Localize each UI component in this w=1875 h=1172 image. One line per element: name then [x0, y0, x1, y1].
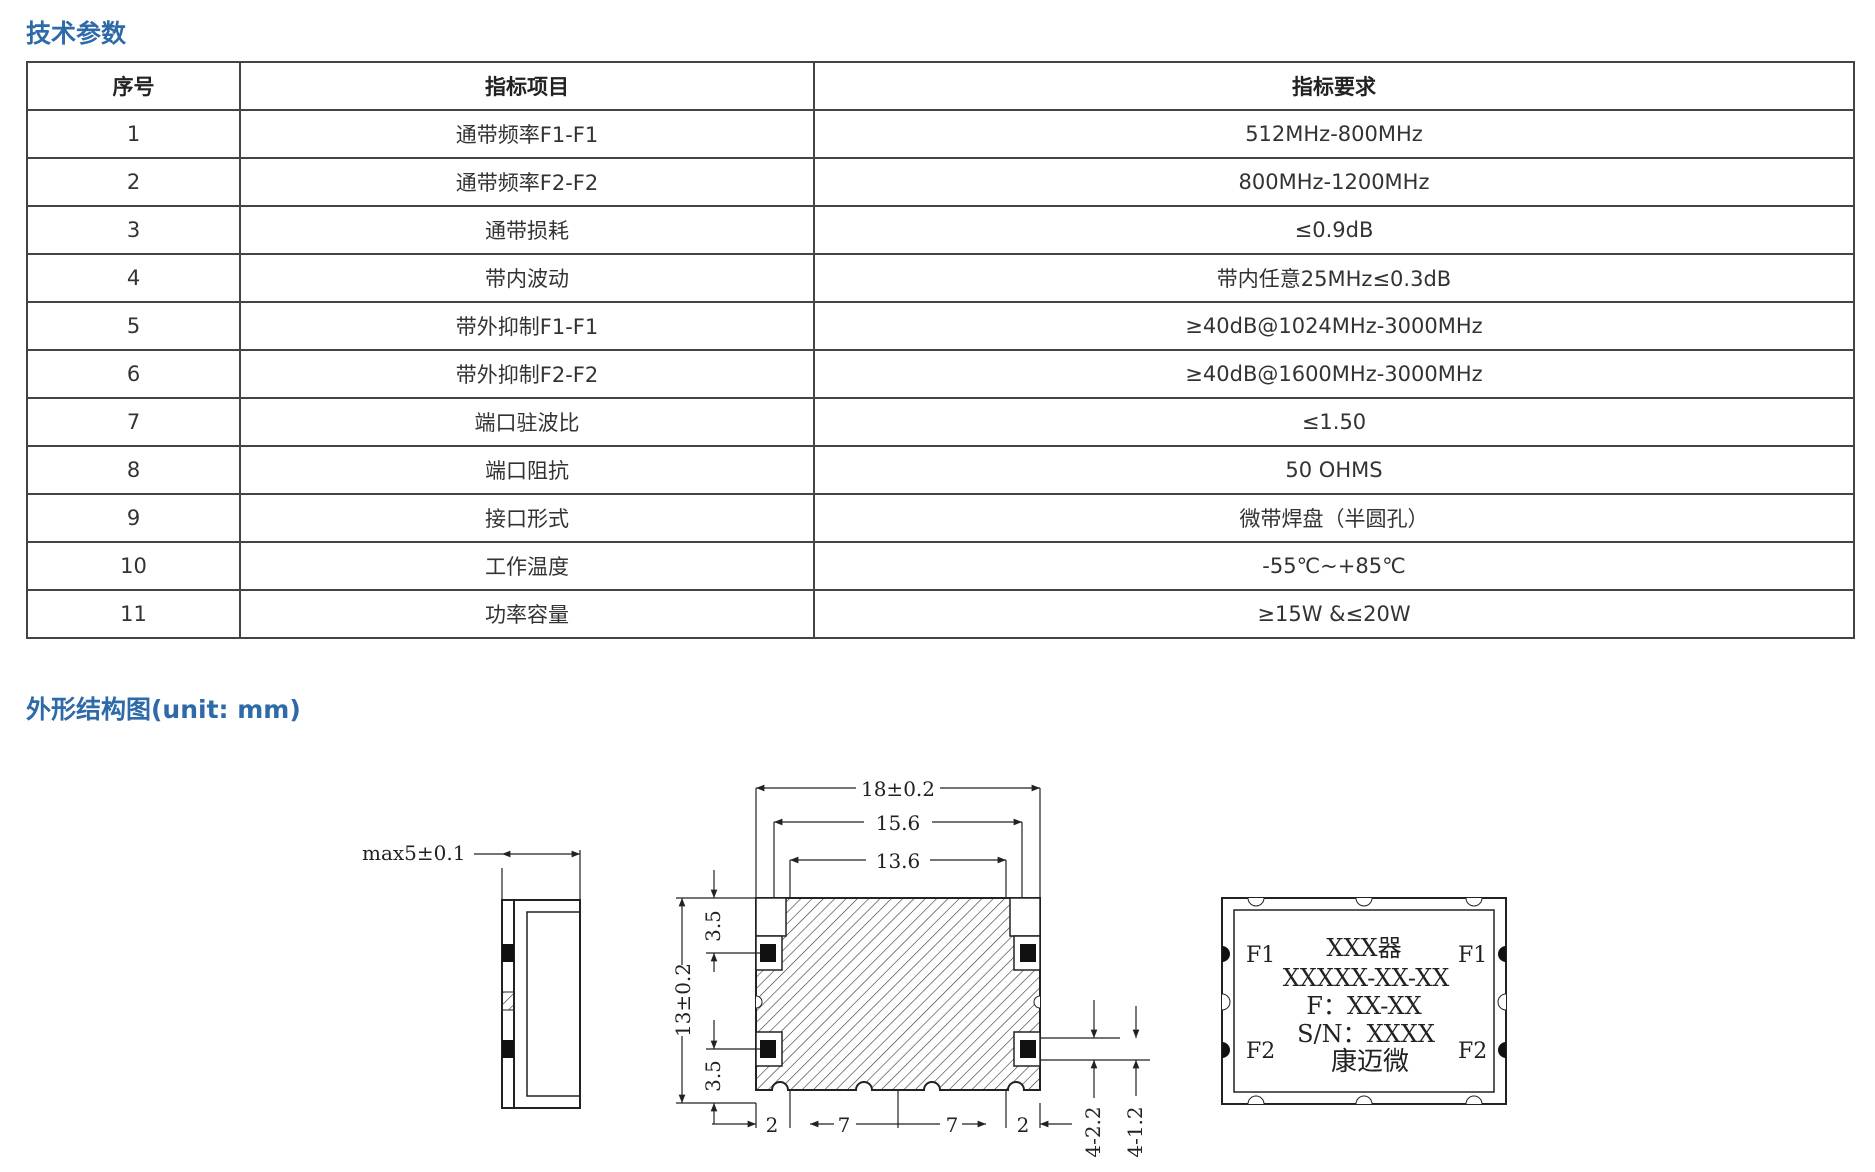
cell-no: 8 — [26, 445, 241, 495]
cell-requirement: 带内任意25MHz≤0.3dB — [813, 253, 1855, 303]
cell-no: 1 — [26, 109, 241, 159]
cell-requirement: ≤0.9dB — [813, 205, 1855, 255]
top-view: 18±0.2 15.6 13.6 13±0.2 3.5 3.5 — [671, 777, 1150, 1158]
pad-width-dim: 4-2.2 — [1081, 1106, 1105, 1157]
port-label-bottom-right: F2 — [1458, 1039, 1487, 1064]
cell-item: 带内波动 — [239, 253, 815, 303]
table-header-row: 序号 指标项目 指标要求 — [26, 61, 1855, 111]
cell-no: 4 — [26, 253, 241, 303]
cell-requirement: ≥15W &≤20W — [813, 589, 1855, 639]
marking-line-2: XXXXX-XX-XX — [1283, 964, 1450, 992]
port-label-top-right: F1 — [1458, 943, 1487, 968]
cell-requirement: ≤1.50 — [813, 397, 1855, 447]
bottom-dim-1: 2 — [766, 1113, 779, 1137]
marking-line-3: F：XX-XX — [1306, 992, 1421, 1020]
port-label-bottom-left: F2 — [1246, 1039, 1275, 1064]
cell-requirement: -55℃~+85℃ — [813, 541, 1855, 591]
bottom-dim-4: 2 — [1017, 1113, 1030, 1137]
cell-requirement: 微带焊盘（半圆孔） — [813, 493, 1855, 543]
cell-item: 工作温度 — [239, 541, 815, 591]
marking-line-5: 康迈微 — [1331, 1047, 1409, 1077]
cell-requirement: ≥40dB@1600MHz-3000MHz — [813, 349, 1855, 399]
cell-item: 带外抑制F1-F1 — [239, 301, 815, 351]
cell-requirement: 512MHz-800MHz — [813, 109, 1855, 159]
pad-height-dim: 4-1.2 — [1123, 1106, 1147, 1157]
bottom-dim-2: 7 — [838, 1113, 851, 1137]
cell-item: 通带损耗 — [239, 205, 815, 255]
pad-offset-bottom-dim: 3.5 — [701, 1060, 725, 1092]
top-width-inner-dim: 13.6 — [876, 849, 921, 873]
marking-line-4: S/N：XXXX — [1297, 1020, 1435, 1048]
header-item: 指标项目 — [239, 61, 815, 111]
header-requirement: 指标要求 — [813, 61, 1855, 111]
top-width-mid-dim: 15.6 — [876, 811, 921, 835]
cell-no: 10 — [26, 541, 241, 591]
cell-no: 11 — [26, 589, 241, 639]
cell-item: 端口驻波比 — [239, 397, 815, 447]
section-title-tech-params: 技术参数 — [26, 19, 127, 48]
pad-offset-top-dim: 3.5 — [701, 910, 725, 942]
cell-requirement: 50 OHMS — [813, 445, 1855, 495]
cell-no: 5 — [26, 301, 241, 351]
header-no: 序号 — [26, 61, 241, 111]
section-title-outline: 外形结构图(unit: mm) — [26, 695, 301, 724]
cell-no: 9 — [26, 493, 241, 543]
cell-no: 3 — [26, 205, 241, 255]
marking-view: F1 F1 F2 F2 XXX器 XXXXX-XX-XX F：XX-XX S/N… — [1221, 897, 1507, 1105]
cell-item: 通带频率F1-F1 — [239, 109, 815, 159]
cell-item: 功率容量 — [239, 589, 815, 639]
cell-no: 2 — [26, 157, 241, 207]
side-height-dim: max5±0.1 — [362, 841, 465, 865]
cell-item: 带外抑制F2-F2 — [239, 349, 815, 399]
cell-no: 6 — [26, 349, 241, 399]
cell-item: 接口形式 — [239, 493, 815, 543]
cell-item: 通带频率F2-F2 — [239, 157, 815, 207]
marking-line-1: XXX器 — [1326, 934, 1401, 962]
port-label-top-left: F1 — [1246, 943, 1275, 968]
top-height-dim: 13±0.2 — [671, 963, 695, 1037]
bottom-dim-3: 7 — [946, 1113, 959, 1137]
outline-drawing: max5±0.1 18±0.2 15.6 13.6 — [362, 777, 1507, 1158]
side-view: max5±0.1 — [362, 841, 581, 1109]
cell-requirement: 800MHz-1200MHz — [813, 157, 1855, 207]
cell-no: 7 — [26, 397, 241, 447]
cell-requirement: ≥40dB@1024MHz-3000MHz — [813, 301, 1855, 351]
top-width-outer-dim: 18±0.2 — [861, 777, 935, 801]
cell-item: 端口阻抗 — [239, 445, 815, 495]
